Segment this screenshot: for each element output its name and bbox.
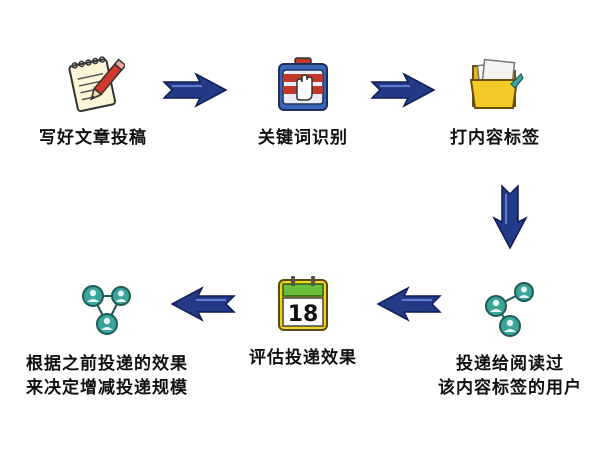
step-label: 关键词识别 — [258, 126, 348, 150]
arrow-right-icon — [370, 72, 436, 108]
arrow-left-icon — [170, 286, 236, 322]
step-label-line: 写好文章投稿 — [39, 128, 147, 148]
step-label: 打内容标签 — [450, 126, 540, 150]
step-label-line: 根据之前投递的效果 — [26, 354, 188, 374]
arrow-left-icon — [376, 286, 442, 322]
step-label: 写好文章投稿 — [39, 126, 147, 150]
calendar-icon: 18 — [278, 276, 328, 331]
step-evaluate-delivery: 18 评估投递效果 — [228, 272, 378, 370]
user-network-icon — [82, 285, 131, 335]
user-network-icon — [485, 282, 534, 337]
stop-hand-icon — [278, 57, 328, 111]
arrow-down-icon — [492, 184, 528, 250]
step-deliver-to-readers: 投递给阅读过 该内容标签的用户 — [420, 278, 600, 400]
folder-icon — [469, 58, 524, 109]
notepad-pencil-icon — [68, 56, 125, 113]
step-label-line: 关键词识别 — [258, 128, 348, 148]
step-label-line: 打内容标签 — [450, 128, 540, 148]
step-decide-scale: 根据之前投递的效果 来决定增减投递规模 — [12, 278, 202, 400]
step-label-line: 评估投递效果 — [249, 348, 357, 368]
step-label-line: 投递给阅读过 — [456, 354, 564, 374]
calendar-number: 18 — [288, 302, 319, 327]
step-label: 根据之前投递的效果 来决定增减投递规模 — [26, 352, 188, 400]
step-tag-content: 打内容标签 — [420, 52, 570, 150]
step-keyword-recognition: 关键词识别 — [228, 52, 378, 150]
step-write-article: 写好文章投稿 — [18, 52, 168, 150]
step-label: 投递给阅读过 该内容标签的用户 — [438, 352, 582, 400]
step-label-line: 来决定增减投递规模 — [26, 378, 188, 398]
step-label: 评估投递效果 — [249, 346, 357, 370]
step-label-line: 该内容标签的用户 — [438, 378, 582, 398]
arrow-right-icon — [162, 72, 228, 108]
